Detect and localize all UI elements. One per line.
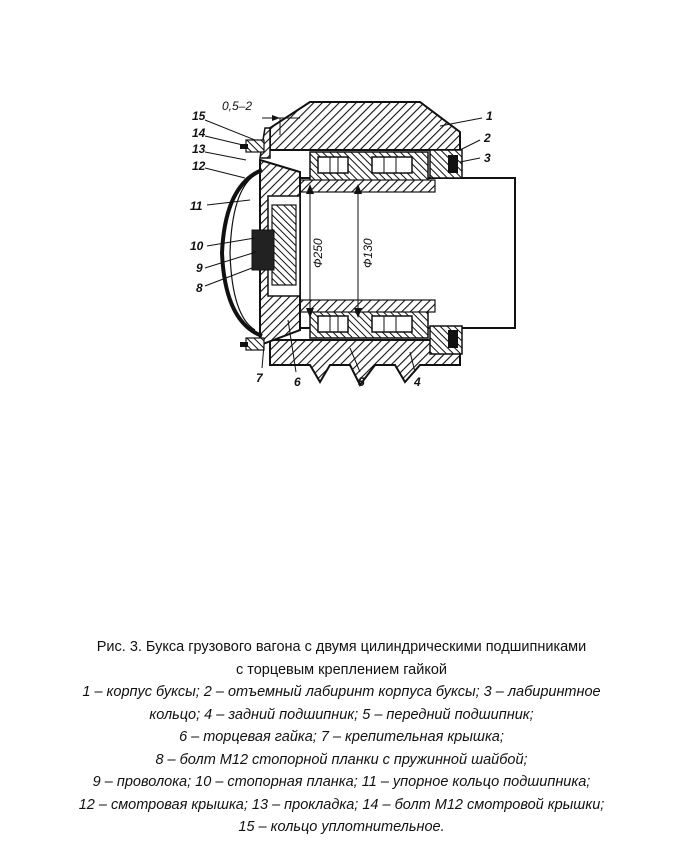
callout-3: 3 <box>484 151 491 165</box>
bearings-lower <box>309 307 429 339</box>
dimension-lines <box>262 115 362 318</box>
bearings-upper <box>309 151 429 183</box>
callout-15: 15 <box>192 109 206 123</box>
housing-bottom <box>269 339 461 387</box>
front-cover <box>251 158 301 347</box>
caption-title-line-2: с торцевым креплением гайкой <box>235 661 448 678</box>
callout-14: 14 <box>192 126 206 140</box>
callout-8: 8 <box>196 281 203 295</box>
caption-title-line-1: Рис. 3. Букса грузового вагона с двумя ц… <box>96 639 587 655</box>
callout-9: 9 <box>196 261 203 275</box>
legend-line: 8 – болт М12 стопорной планки с пружинно… <box>155 751 528 768</box>
axlebox-section-drawing: 0,5–2 Ф250 Ф130 15 14 13 12 11 10 9 8 7 … <box>190 99 516 389</box>
callout-10: 10 <box>190 239 204 253</box>
callout-12: 12 <box>192 159 206 173</box>
leader-lines <box>204 117 483 373</box>
diameter-inner-label: Ф130 <box>361 238 375 268</box>
diameter-outer-label: Ф250 <box>311 238 325 268</box>
callout-5: 5 <box>358 375 365 389</box>
callout-11: 11 <box>190 199 203 213</box>
figure-caption: Рис. 3. Букса грузового вагона с двумя ц… <box>0 636 683 839</box>
legend-line: 12 – смотровая крышка; 13 – прокладка; 1… <box>78 796 605 813</box>
callout-2: 2 <box>483 131 491 145</box>
dimension-gap-label: 0,5–2 <box>222 99 252 113</box>
legend-line: 9 – проволока; 10 – стопорная планка; 11… <box>92 774 591 790</box>
legend-line: кольцо; 4 – задний подшипник; 5 – передн… <box>149 706 534 723</box>
callout-6: 6 <box>294 375 301 389</box>
callout-7: 7 <box>256 371 264 385</box>
callout-13: 13 <box>192 142 206 156</box>
legend-line: 15 – кольцо уплотнительное. <box>238 819 445 835</box>
callout-4: 4 <box>413 375 421 389</box>
callout-1: 1 <box>486 109 493 123</box>
labyrinth <box>429 149 463 355</box>
inspection-cover <box>219 168 263 338</box>
bolts <box>240 139 265 351</box>
legend-line: 1 – корпус буксы; 2 – отъемный лабиринт … <box>82 684 601 700</box>
legend-line: 6 – торцевая гайка; 7 – крепительная кры… <box>179 729 504 745</box>
inner-rings <box>299 179 436 313</box>
